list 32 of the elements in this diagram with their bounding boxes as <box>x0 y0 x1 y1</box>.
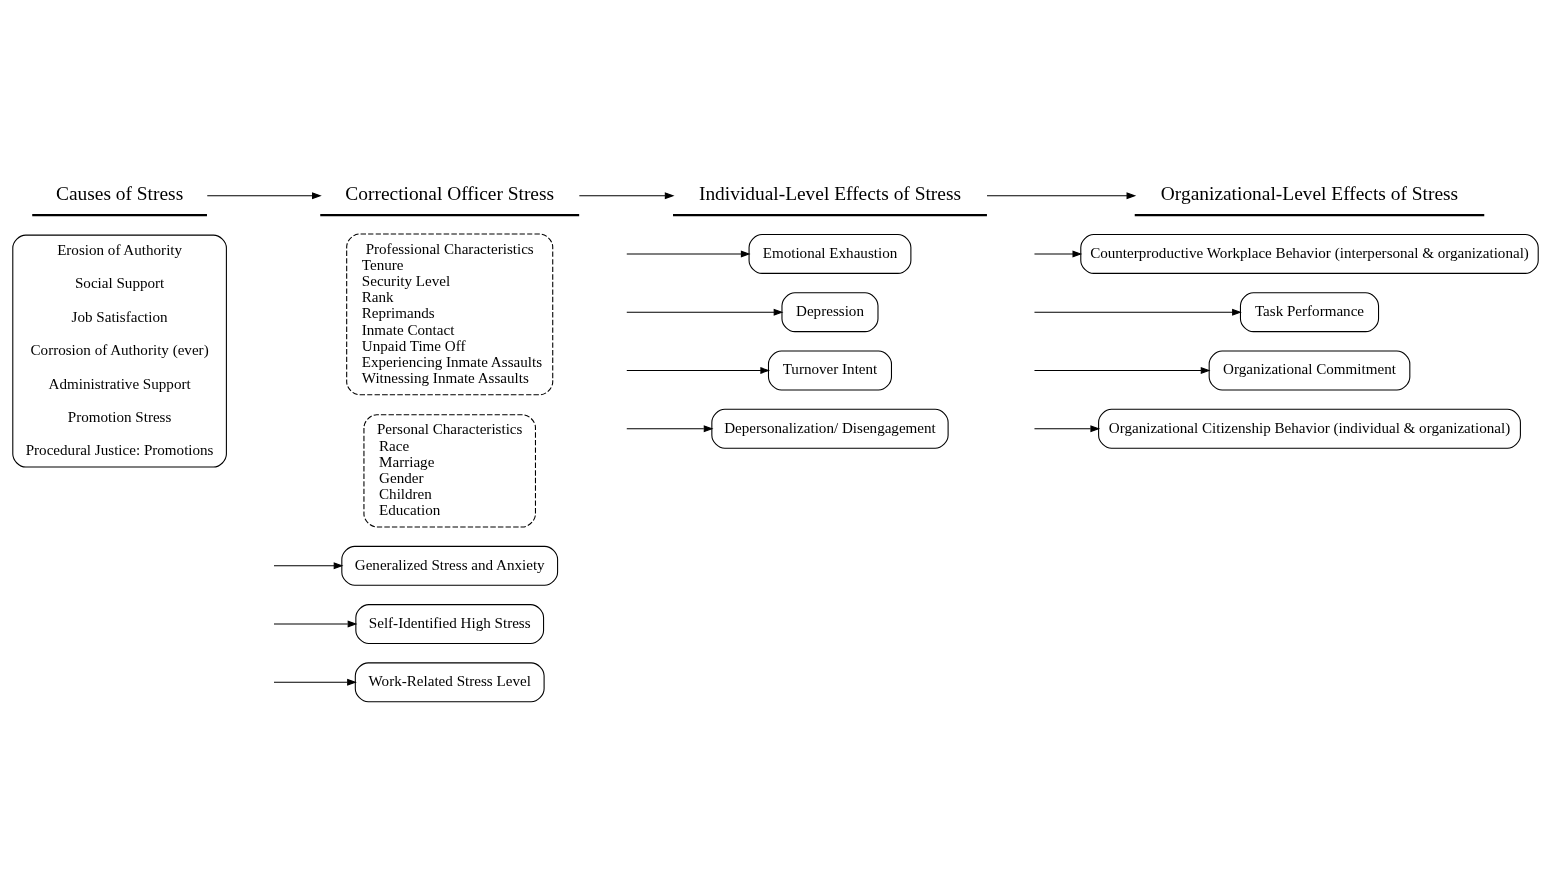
arrow <box>273 678 357 686</box>
node-box: Professional Characteristics Tenure Security Level Rank Reprimands Inmate Contact Unpaid Time Off Experiencing Inmate Assaults Witnessing Inmate Assaults <box>346 233 554 396</box>
node-box: Depersonalization/ Disengagement <box>711 408 949 449</box>
node-box: Organizational Commitment <box>1208 350 1411 391</box>
node-box: Generalized Stress and Anxiety <box>341 545 559 586</box>
node-box: Self-Identified High Stress <box>355 604 545 644</box>
arrow <box>626 425 714 433</box>
node-box: Emotional Exhaustion <box>748 234 912 274</box>
node-box: Turnover Intent <box>767 350 892 391</box>
node-text: Organizational-Level Effects of Stress <box>1160 183 1459 205</box>
arrow <box>986 192 1137 200</box>
node-box: Erosion of Authority Social Support Job Satisfaction Corrosion of Authority (ever) Administrative Support Promotion Stress Procedural Justice: Promotions <box>12 234 227 468</box>
arrow <box>273 562 344 570</box>
arrow <box>1033 308 1242 316</box>
node-text: Correctional Officer Stress <box>345 183 555 205</box>
arrow <box>1033 367 1211 374</box>
node-box: Task Performance <box>1239 292 1380 333</box>
arrow <box>626 308 784 316</box>
node-box: Organizational Citizenship Behavior (individual & organizational) <box>1098 408 1521 449</box>
arrow <box>206 192 322 200</box>
arrow <box>273 620 358 628</box>
arrow <box>1033 250 1083 258</box>
arrow <box>626 250 751 258</box>
node-box: Work-Related Stress Level <box>354 662 545 703</box>
node-text: Individual-Level Effects of Stress <box>698 183 962 205</box>
arrow <box>578 192 675 200</box>
node-box: Personal Characteristics Race Marriage Gender Children Education <box>363 414 536 528</box>
arrow <box>1033 425 1101 433</box>
node-box: Counterproductive Workplace Behavior (interpersonal & organizational) <box>1080 234 1539 274</box>
node-text: Causes of Stress <box>55 183 184 205</box>
arrow <box>626 367 771 374</box>
node-box: Depression <box>781 292 879 333</box>
